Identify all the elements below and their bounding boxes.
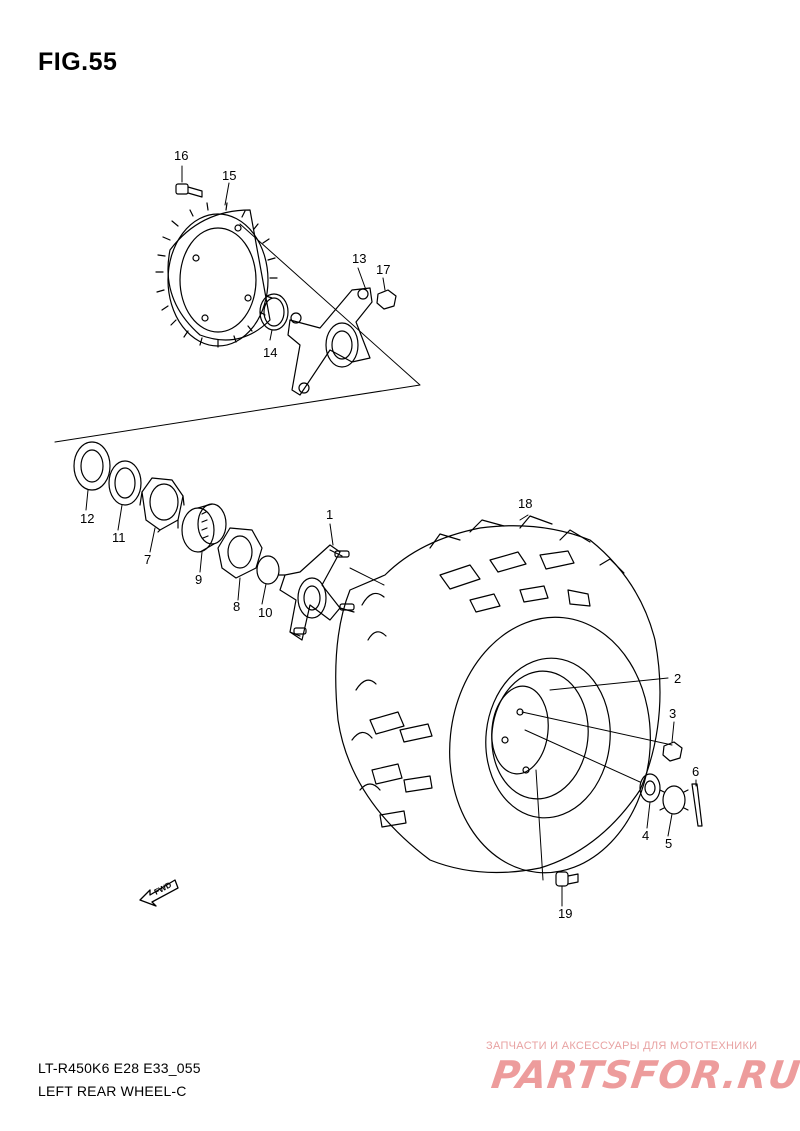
callout-4: 4 (642, 828, 649, 843)
valve-19 (555, 871, 579, 887)
wheel-hub (278, 544, 355, 641)
sprocket-hub (287, 287, 373, 396)
callout-3: 3 (669, 706, 676, 721)
fwd-arrow: FWD (139, 879, 179, 907)
wheel-rim (449, 616, 651, 874)
callout-1: 1 (326, 507, 333, 522)
callout-6: 6 (692, 764, 699, 779)
bolt-16 (175, 183, 203, 198)
watermark-tagline: ЗАПЧАСТИ И АКСЕССУАРЫ ДЛЯ МОТОТЕХНИКИ (486, 1040, 758, 1052)
castle-nut-5 (659, 785, 689, 815)
nut-7 (139, 477, 185, 533)
sprocket (155, 202, 278, 348)
nut-8 (217, 527, 263, 579)
callout-19: 19 (558, 906, 572, 921)
figure-name: LEFT REAR WHEEL-C (38, 1083, 187, 1099)
callout-17: 17 (376, 262, 390, 277)
callout-9: 9 (195, 572, 202, 587)
callout-16: 16 (174, 148, 188, 163)
washer-12 (73, 441, 111, 491)
callout-8: 8 (233, 599, 240, 614)
o-ring-14 (259, 293, 289, 331)
callout-14: 14 (263, 345, 277, 360)
callout-15: 15 (222, 168, 236, 183)
watermark-logo: PARTSFOR.RU (488, 1053, 800, 1097)
callout-13: 13 (352, 251, 366, 266)
nut-3 (662, 741, 683, 762)
callout-12: 12 (80, 511, 94, 526)
spacer-11 (108, 460, 142, 506)
model-code: LT-R450K6 E28 E33_055 (38, 1060, 201, 1076)
callout-5: 5 (665, 836, 672, 851)
figure-title: FIG.55 (38, 48, 118, 76)
nut-17 (376, 289, 397, 310)
cotter-pin-6 (691, 783, 703, 827)
callout-11: 11 (112, 530, 126, 545)
callout-10: 10 (258, 605, 272, 620)
callout-2: 2 (674, 671, 681, 686)
o-ring-10 (256, 555, 280, 585)
bearing-9 (181, 503, 227, 553)
callout-18: 18 (518, 496, 532, 511)
callout-7: 7 (144, 552, 151, 567)
